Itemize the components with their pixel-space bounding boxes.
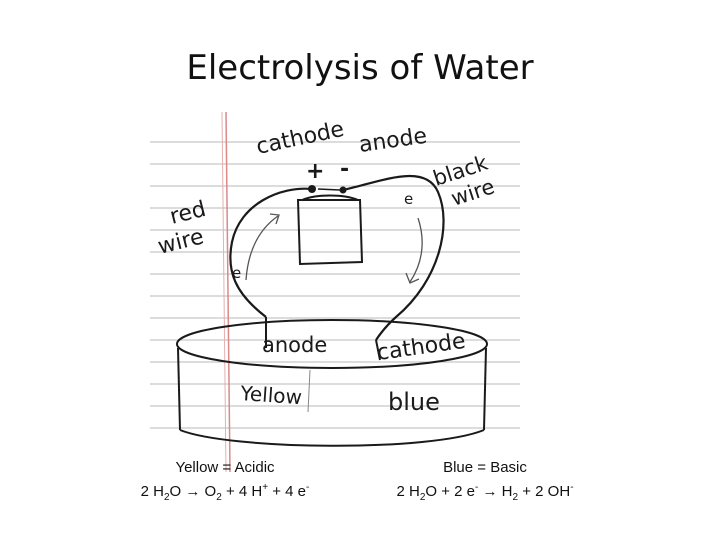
electron-label-right: e — [404, 190, 413, 208]
basic-caption: Blue = Basic 2 H2O + 2 e- → H2 + 2 OH- — [370, 458, 600, 508]
basic-equation: 2 H2O + 2 e- → H2 + 2 OH- — [370, 478, 600, 508]
yellow-label: Yellow — [239, 381, 303, 409]
acidic-equation: 2 H2O → O2 + 4 H+ + 4 e- — [110, 478, 340, 508]
slide-title: Electrolysis of Water — [0, 48, 720, 88]
electrolysis-sketch: cathode anode + - red wire black wire e … — [140, 112, 520, 472]
anode-bottom-label: anode — [262, 333, 327, 357]
cathode-bottom-label: cathode — [375, 329, 467, 366]
blue-label: blue — [388, 388, 440, 416]
electron-arrow-right — [410, 218, 422, 282]
anode-top-label: anode — [357, 124, 428, 158]
cathode-top-label: cathode — [254, 117, 346, 160]
acidic-caption: Yellow = Acidic 2 H2O → O2 + 4 H+ + 4 e- — [110, 458, 340, 508]
minus-label: - — [340, 157, 349, 182]
electron-label-left: e — [232, 264, 241, 282]
acidic-caption-title: Yellow = Acidic — [110, 458, 340, 478]
basic-caption-title: Blue = Basic — [370, 458, 600, 478]
plus-label: + — [306, 159, 324, 184]
red-wire-label-1: red — [167, 197, 208, 230]
margin-line — [226, 112, 230, 472]
electron-arrow-left — [246, 216, 278, 280]
